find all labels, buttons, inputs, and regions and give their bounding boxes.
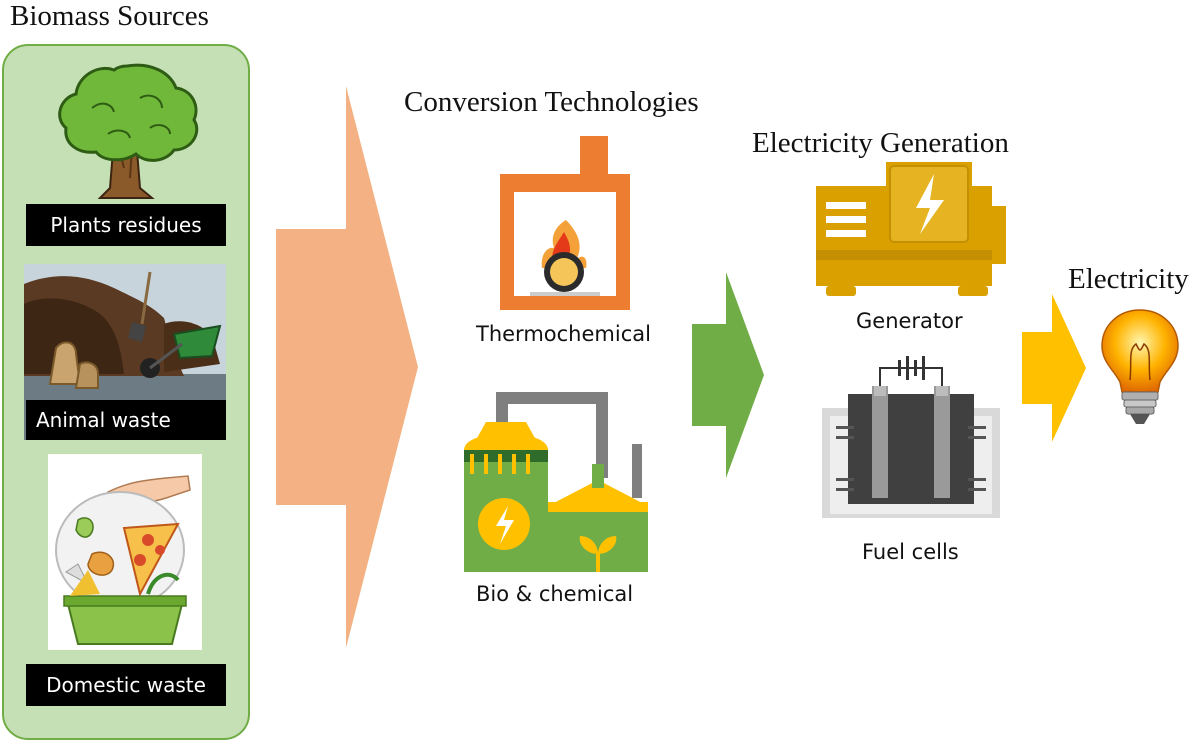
source-label-animal-waste: Animal waste xyxy=(26,400,226,440)
electricity-generation-heading: Electricity Generation xyxy=(752,127,1009,159)
biomass-sources-heading: Biomass Sources xyxy=(10,0,209,32)
tree-icon xyxy=(58,63,199,199)
biogas-plant-icon xyxy=(464,392,648,572)
generator-icon xyxy=(816,162,1006,296)
gen-label-fuel-cells: Fuel cells xyxy=(862,540,959,564)
source-label-plants-residues: Plants residues xyxy=(26,204,226,246)
tech-label-bio-chemical: Bio & chemical xyxy=(476,582,634,606)
conversion-technologies-heading: Conversion Technologies xyxy=(404,86,699,118)
arrow-to-generation xyxy=(692,272,764,478)
tech-label-thermochemical: Thermochemical xyxy=(476,322,651,346)
arrow-to-electricity xyxy=(1022,294,1086,442)
arrow-to-conversion xyxy=(276,86,418,648)
source-label-domestic-waste: Domestic waste xyxy=(26,664,226,706)
furnace-flame-icon xyxy=(500,136,630,310)
gen-label-generator: Generator xyxy=(856,309,963,333)
light-bulb-icon xyxy=(1101,309,1179,424)
fuel-cell-icon xyxy=(822,356,1000,518)
food-waste-bin-icon xyxy=(48,454,202,650)
electricity-heading: Electricity xyxy=(1068,263,1189,295)
